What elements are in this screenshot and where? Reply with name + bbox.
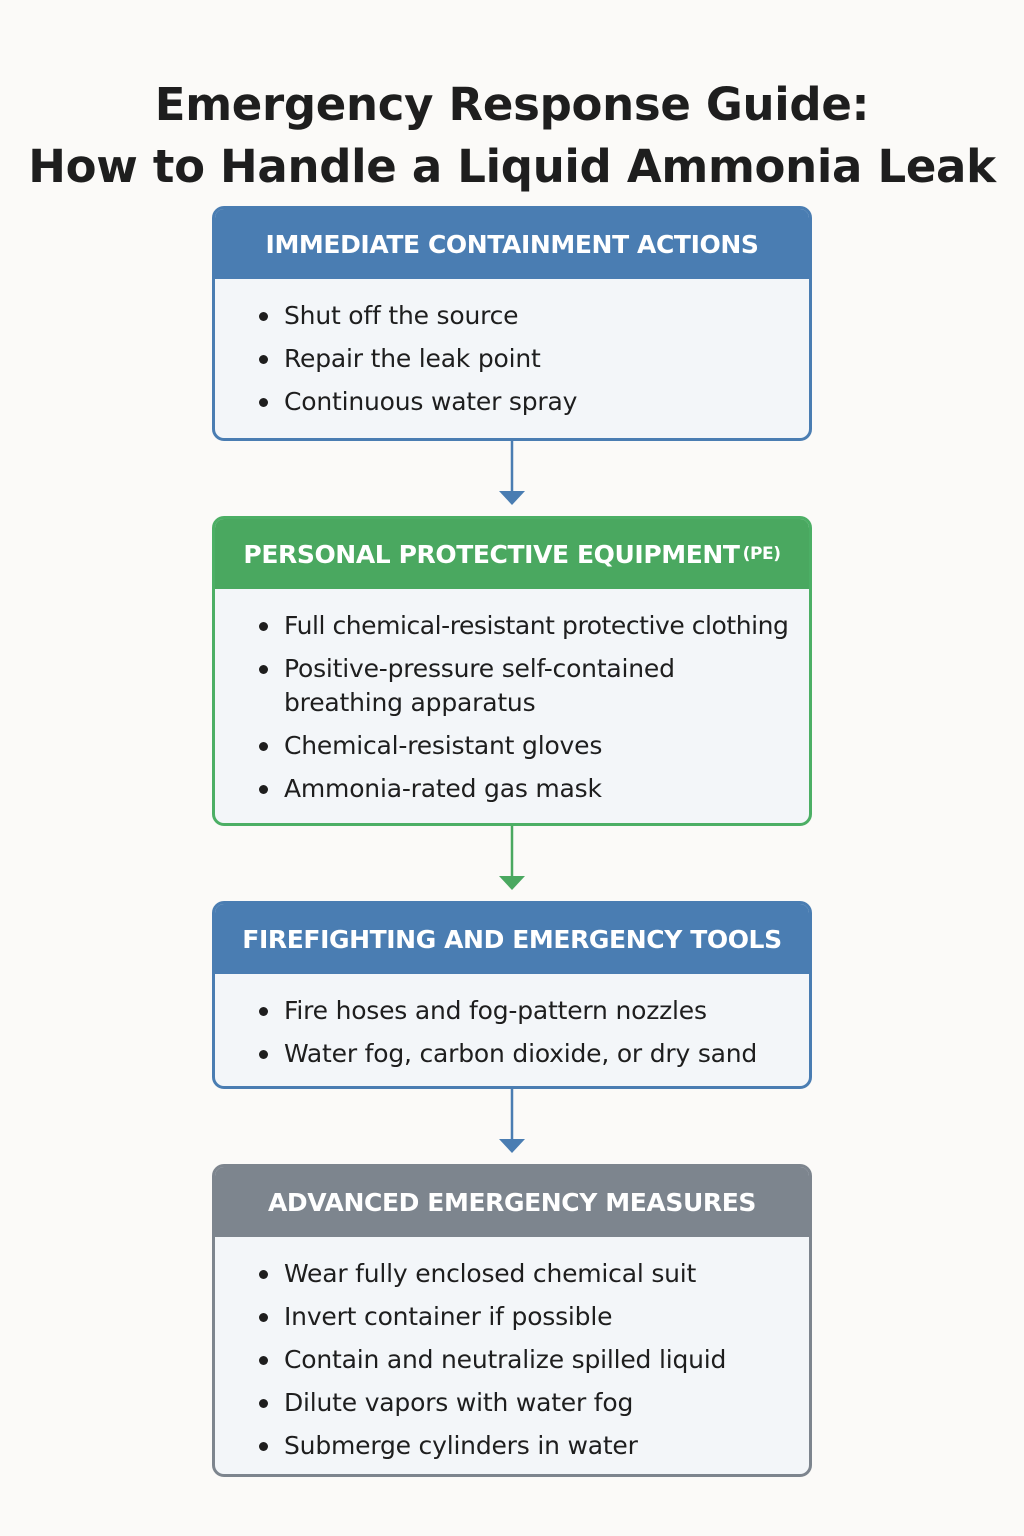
section-header-label: ADVANCED EMERGENCY MEASURES [267, 1187, 756, 1217]
section-header: IMMEDIATE CONTAINMENT ACTIONS [215, 209, 809, 279]
bullet-icon [259, 1270, 268, 1279]
section-header-label: IMMEDIATE CONTAINMENT ACTIONS [265, 229, 759, 259]
down-arrow-icon [499, 441, 525, 505]
list-item: Positive-pressure self-contained breathi… [215, 652, 809, 720]
title-line-2: How to Handle a Liquid Ammonia Leak [28, 140, 996, 194]
bullet-icon [259, 622, 268, 631]
down-arrow-icon [499, 826, 525, 890]
section-header: PERSONAL PROTECTIVE EQUIPMENT(PE) [215, 519, 809, 589]
bullet-icon [259, 742, 268, 751]
section-header-label: PERSONAL PROTECTIVE EQUIPMENT [243, 539, 740, 569]
bullet-icon [259, 1356, 268, 1365]
title-line-1: Emergency Response Guide: [154, 78, 870, 132]
bullet-icon [259, 1050, 268, 1059]
list-item: Shut off the source [215, 299, 809, 333]
bullet-icon [259, 1399, 268, 1408]
page-title: Emergency Response Guide: How to Handle … [0, 74, 1024, 198]
section-item-list: Full chemical-resistant protective cloth… [215, 589, 809, 806]
down-arrow-icon [499, 1089, 525, 1153]
section-item-list: Fire hoses and fog-pattern nozzles Water… [215, 974, 809, 1071]
bullet-icon [259, 785, 268, 794]
list-item: Fire hoses and fog-pattern nozzles [215, 994, 809, 1028]
section-personal-protective-equipment: PERSONAL PROTECTIVE EQUIPMENT(PE) Full c… [212, 516, 812, 826]
list-item: Invert container if possible [215, 1300, 809, 1334]
bullet-icon [259, 665, 268, 674]
section-immediate-containment: IMMEDIATE CONTAINMENT ACTIONS Shut off t… [212, 206, 812, 441]
section-header: ADVANCED EMERGENCY MEASURES [215, 1167, 809, 1237]
section-advanced-emergency-measures: ADVANCED EMERGENCY MEASURES Wear fully e… [212, 1164, 812, 1477]
list-item: Repair the leak point [215, 342, 809, 376]
list-item: Contain and neutralize spilled liquid [215, 1343, 809, 1377]
bullet-icon [259, 1007, 268, 1016]
section-header: FIREFIGHTING AND EMERGENCY TOOLS [215, 904, 809, 974]
bullet-icon [259, 355, 268, 364]
list-item: Ammonia-rated gas mask [215, 772, 809, 806]
bullet-icon [259, 1442, 268, 1451]
section-item-list: Shut off the source Repair the leak poin… [215, 279, 809, 419]
bullet-icon [259, 312, 268, 321]
bullet-icon [259, 1313, 268, 1322]
section-header-suffix: (PE) [742, 544, 781, 564]
list-item: Continuous water spray [215, 385, 809, 419]
list-item: Full chemical-resistant protective cloth… [215, 609, 809, 643]
bullet-icon [259, 398, 268, 407]
list-item: Submerge cylinders in water [215, 1429, 809, 1463]
section-firefighting-tools: FIREFIGHTING AND EMERGENCY TOOLS Fire ho… [212, 901, 812, 1089]
section-header-label: FIREFIGHTING AND EMERGENCY TOOLS [242, 924, 782, 954]
section-item-list: Wear fully enclosed chemical suit Invert… [215, 1237, 809, 1463]
list-item: Dilute vapors with water fog [215, 1386, 809, 1420]
list-item: Chemical-resistant gloves [215, 729, 809, 763]
list-item: Water fog, carbon dioxide, or dry sand [215, 1037, 809, 1071]
list-item: Wear fully enclosed chemical suit [215, 1257, 809, 1291]
